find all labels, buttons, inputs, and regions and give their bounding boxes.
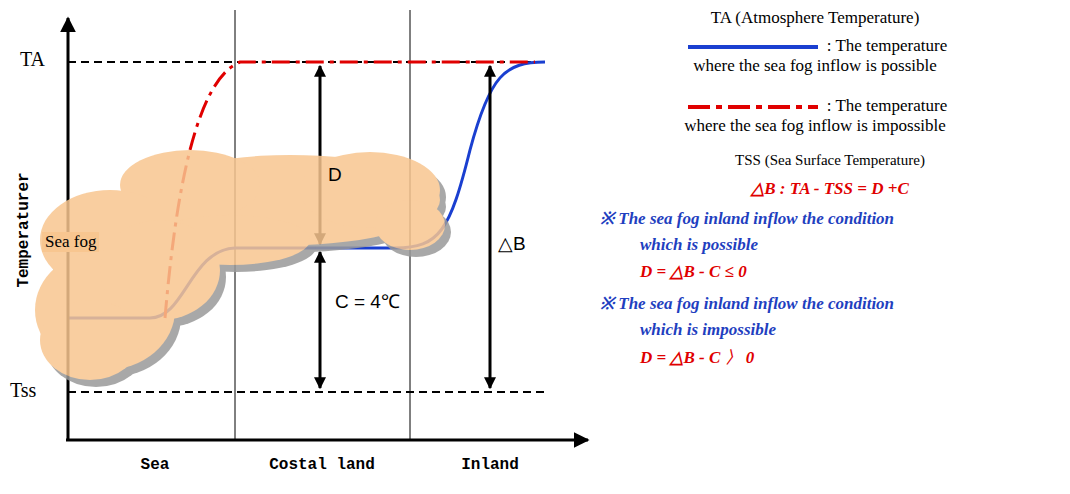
delta-b-arrow (489, 66, 492, 388)
formula: D = △B - C ≤ 0 (640, 261, 747, 282)
variable-note: TA (Atmosphere Temperature) (711, 8, 920, 28)
region-label: Sea (141, 456, 170, 474)
sea-fog-cloud: Sea fog (30, 140, 460, 390)
dimension-label: C = 4℃ (335, 288, 400, 314)
tss-dashed-line (68, 391, 545, 393)
region-label: Inland (461, 456, 519, 474)
legend-text: : The temperature where the sea fog infl… (684, 96, 947, 135)
axis-value: TA (20, 48, 45, 71)
legend-text: : The temperature where the sea fog infl… (693, 36, 947, 75)
dimension-label: D (328, 164, 342, 186)
cloud-label: Sea fog (42, 232, 99, 252)
c-arrow (319, 252, 322, 388)
legend-line-sample (683, 42, 823, 52)
legend-item: : The temperature where the sea fog infl… (670, 96, 960, 136)
condition-note: ※ The sea fog inland inflow the conditio… (600, 206, 940, 257)
legend-line-sample (683, 102, 823, 112)
condition-note: ※ The sea fog inland inflow the conditio… (600, 291, 940, 342)
legend-item: : The temperature where the sea fog infl… (670, 36, 960, 76)
formula: D = △B - C 〉 0 (640, 346, 754, 369)
region-label: Costal land (269, 456, 375, 474)
axis-value: Tss (10, 379, 36, 402)
cloud-shape (30, 140, 460, 390)
dimension-label: △B (498, 232, 526, 255)
x-axis (66, 439, 588, 442)
variable-note: TSS (Sea Surface Temperature) (735, 152, 925, 169)
formula: △B : TA - TSS = D +C (751, 178, 909, 199)
axis-title: Temperaturer (15, 172, 33, 287)
